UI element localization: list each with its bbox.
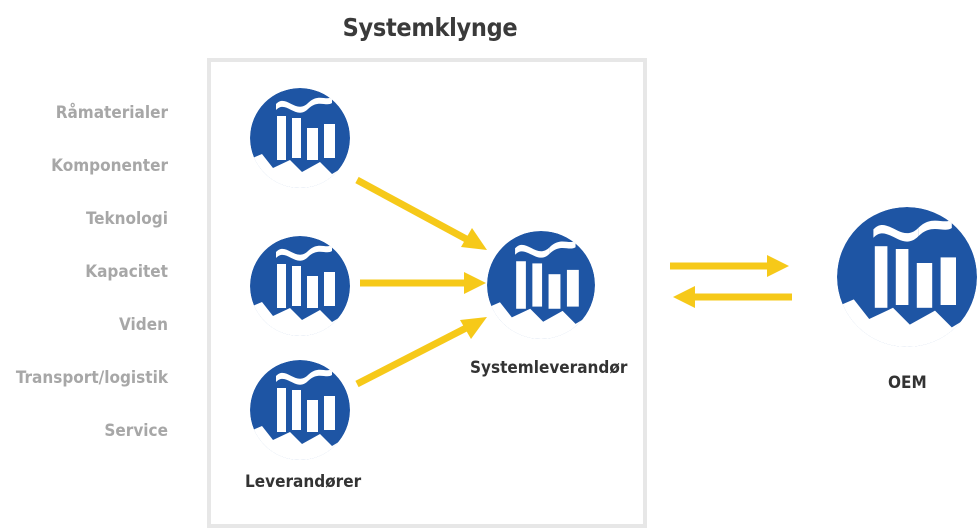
factor-item: Komponenter [51,156,168,176]
factor-item: Service [104,421,168,441]
arrow-system-to-oem [670,255,789,277]
factor-item: Kapacitet [85,262,168,282]
arrow-supplier3-to-system [355,317,487,388]
arrow-supplier1-to-system [355,176,487,250]
factor-item: Teknologi [85,209,168,229]
oem-factory-icon [834,207,980,361]
arrow-oem-to-system [673,286,792,308]
diagram-title: Systemklynge [342,13,518,42]
factor-item: Råmaterialer [55,103,168,123]
arrow-supplier2-to-system [360,272,486,294]
system-supplier-label: Systemleverandør [470,358,628,378]
factor-item: Viden [119,315,168,335]
suppliers-label: Leverandører [245,472,362,492]
system-cluster-box [207,58,647,528]
oem-label: OEM [888,373,927,393]
factor-list: Råmaterialer Komponenter Teknologi Kapac… [16,104,168,475]
factor-item: Transport/logistik [15,368,168,388]
